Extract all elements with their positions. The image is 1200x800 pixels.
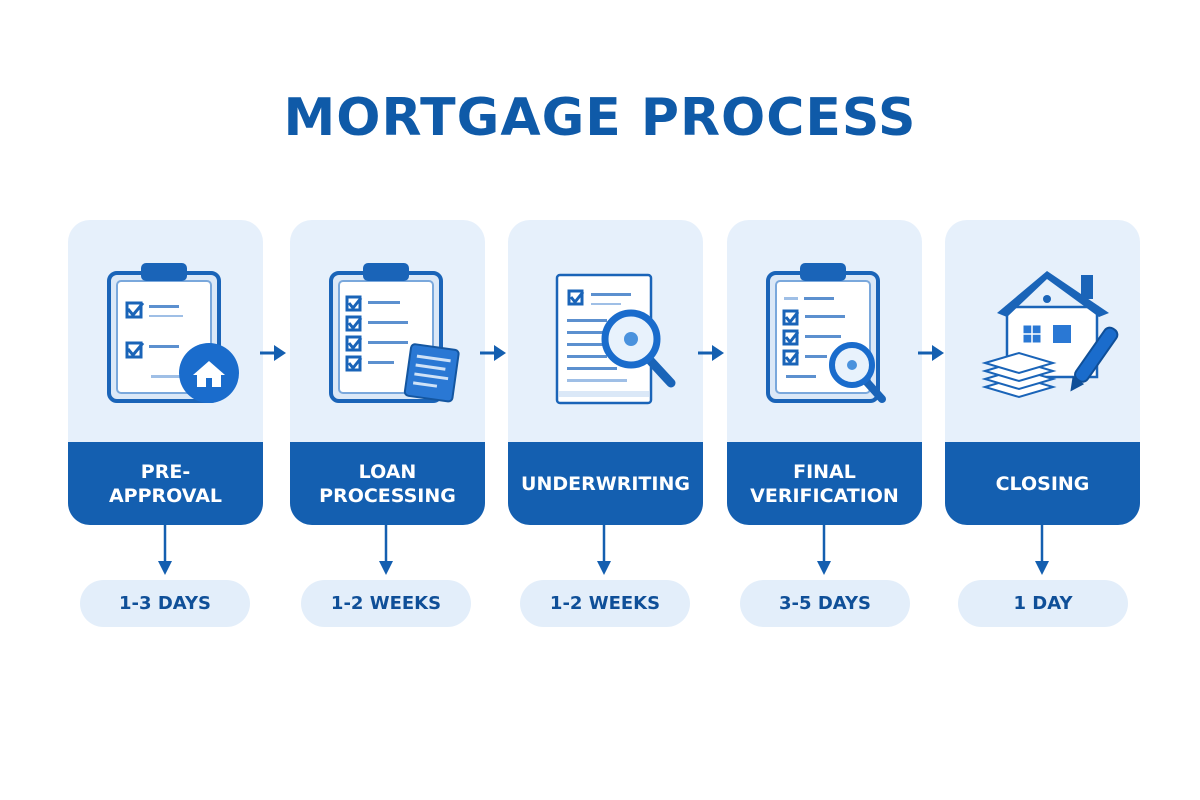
duration-badge: 1 DAY xyxy=(958,580,1128,627)
step-label-line: VERIFICATION xyxy=(750,484,899,507)
arrow-right-icon xyxy=(698,345,724,361)
arrow-down-icon xyxy=(817,525,831,575)
step-label: CLOSING xyxy=(945,442,1140,525)
duration-badge: 1-3 DAYS xyxy=(80,580,250,627)
arrow-down-icon xyxy=(1035,525,1049,575)
arrow-right-icon xyxy=(260,345,286,361)
duration-badge: 3-5 DAYS xyxy=(740,580,910,627)
duration-badge: 1-2 WEEKS xyxy=(301,580,471,627)
clipboard-documents-icon xyxy=(290,220,485,442)
step-card-underwriting: UNDERWRITING xyxy=(508,220,703,525)
arrow-down-icon xyxy=(379,525,393,575)
arrow-right-icon xyxy=(480,345,506,361)
document-magnifier-icon xyxy=(508,220,703,442)
house-papers-pen-icon xyxy=(945,220,1140,442)
arrow-right-icon xyxy=(918,345,944,361)
step-card-pre-approval: PRE-APPROVAL xyxy=(68,220,263,525)
duration-badge: 1-2 WEEKS xyxy=(520,580,690,627)
step-label: UNDERWRITING xyxy=(508,442,703,525)
arrow-down-icon xyxy=(158,525,172,575)
step-label: PRE-APPROVAL xyxy=(68,442,263,525)
page-title: MORTGAGE PROCESS xyxy=(283,88,917,148)
step-label-line: LOAN xyxy=(358,460,417,483)
step-label-line: PRE- xyxy=(140,460,191,483)
step-label-line: APPROVAL xyxy=(108,484,223,507)
step-label-line: CLOSING xyxy=(995,472,1090,495)
arrow-down-icon xyxy=(597,525,611,575)
step-label-line: UNDERWRITING xyxy=(521,472,690,495)
clipboard-magnifier-icon xyxy=(727,220,922,442)
step-label-line: FINAL xyxy=(793,460,856,483)
step-card-closing: CLOSING xyxy=(945,220,1140,525)
clipboard-house-badge-icon xyxy=(68,220,263,442)
step-label-line: PROCESSING xyxy=(319,484,456,507)
